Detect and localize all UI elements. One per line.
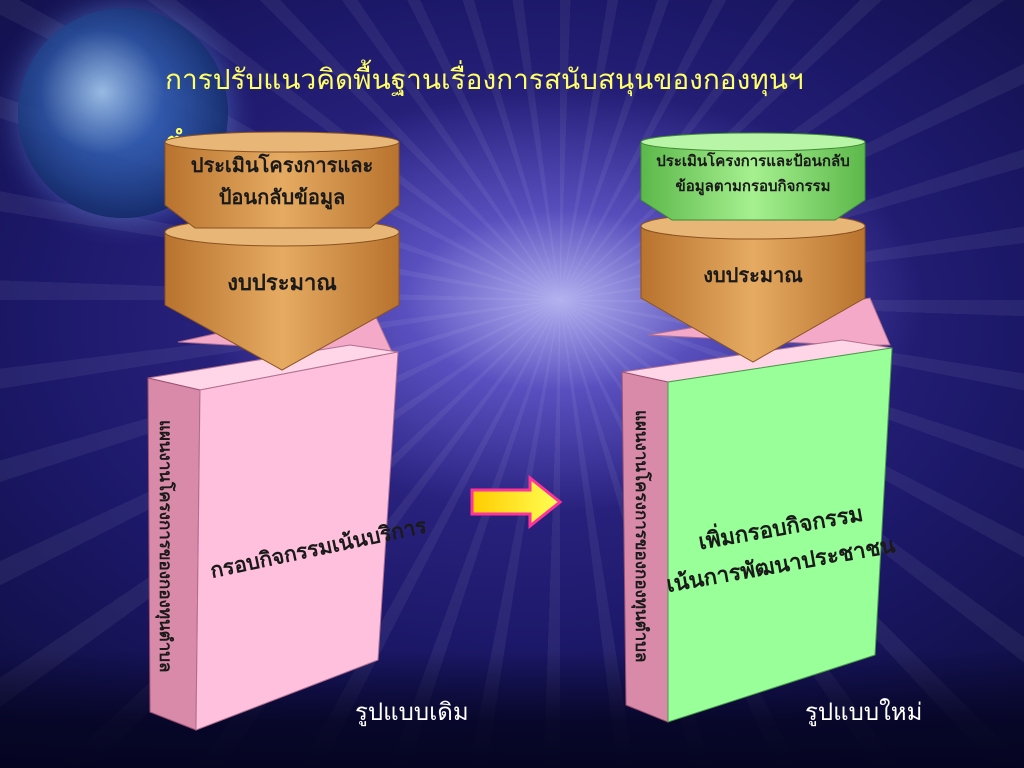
- right-evaluation-label-line-2: ข้อมูลตามกรอบกิจกรรม: [675, 177, 830, 196]
- left-budget-label: งบประมาณ: [227, 271, 337, 296]
- left-model-caption: รูปแบบเดิม: [355, 698, 469, 726]
- left-evaluation-label-line-2: ป้อนกลับข้อมูล: [219, 185, 346, 211]
- right-box-side-label: แผนงานโครงการของกองทุนตำบล: [631, 410, 652, 662]
- right-budget-label: งบประมาณ: [703, 263, 803, 287]
- left-model: แผนงานโครงการของกองทุนตำบล กรอบกิจกรรมเน…: [147, 131, 429, 731]
- left-box-side-label: แผนงานโครงการของกองทุนตำบล: [155, 420, 176, 672]
- right-model: แผนงานโครงการของกองทุนตำบล เพิ่มกรอบกิจก…: [621, 132, 897, 723]
- right-box-front-face: [667, 347, 893, 723]
- left-evaluation-cylinder-top: [164, 131, 400, 153]
- right-evaluation-label-line-1: ประเมินโครงการและป้อนกลับ: [656, 151, 849, 170]
- left-box-front-face: [195, 351, 399, 731]
- right-evaluation-cylinder-top: [640, 132, 866, 152]
- left-evaluation-label-line-1: ประเมินโครงการและ: [191, 153, 373, 177]
- page-title-line-1: การปรับแนวคิดพื้นฐานเรื่องการสนับสนุนของ…: [165, 63, 804, 96]
- transition-arrow-icon: [470, 474, 563, 530]
- right-model-caption: รูปแบบใหม่: [805, 698, 923, 726]
